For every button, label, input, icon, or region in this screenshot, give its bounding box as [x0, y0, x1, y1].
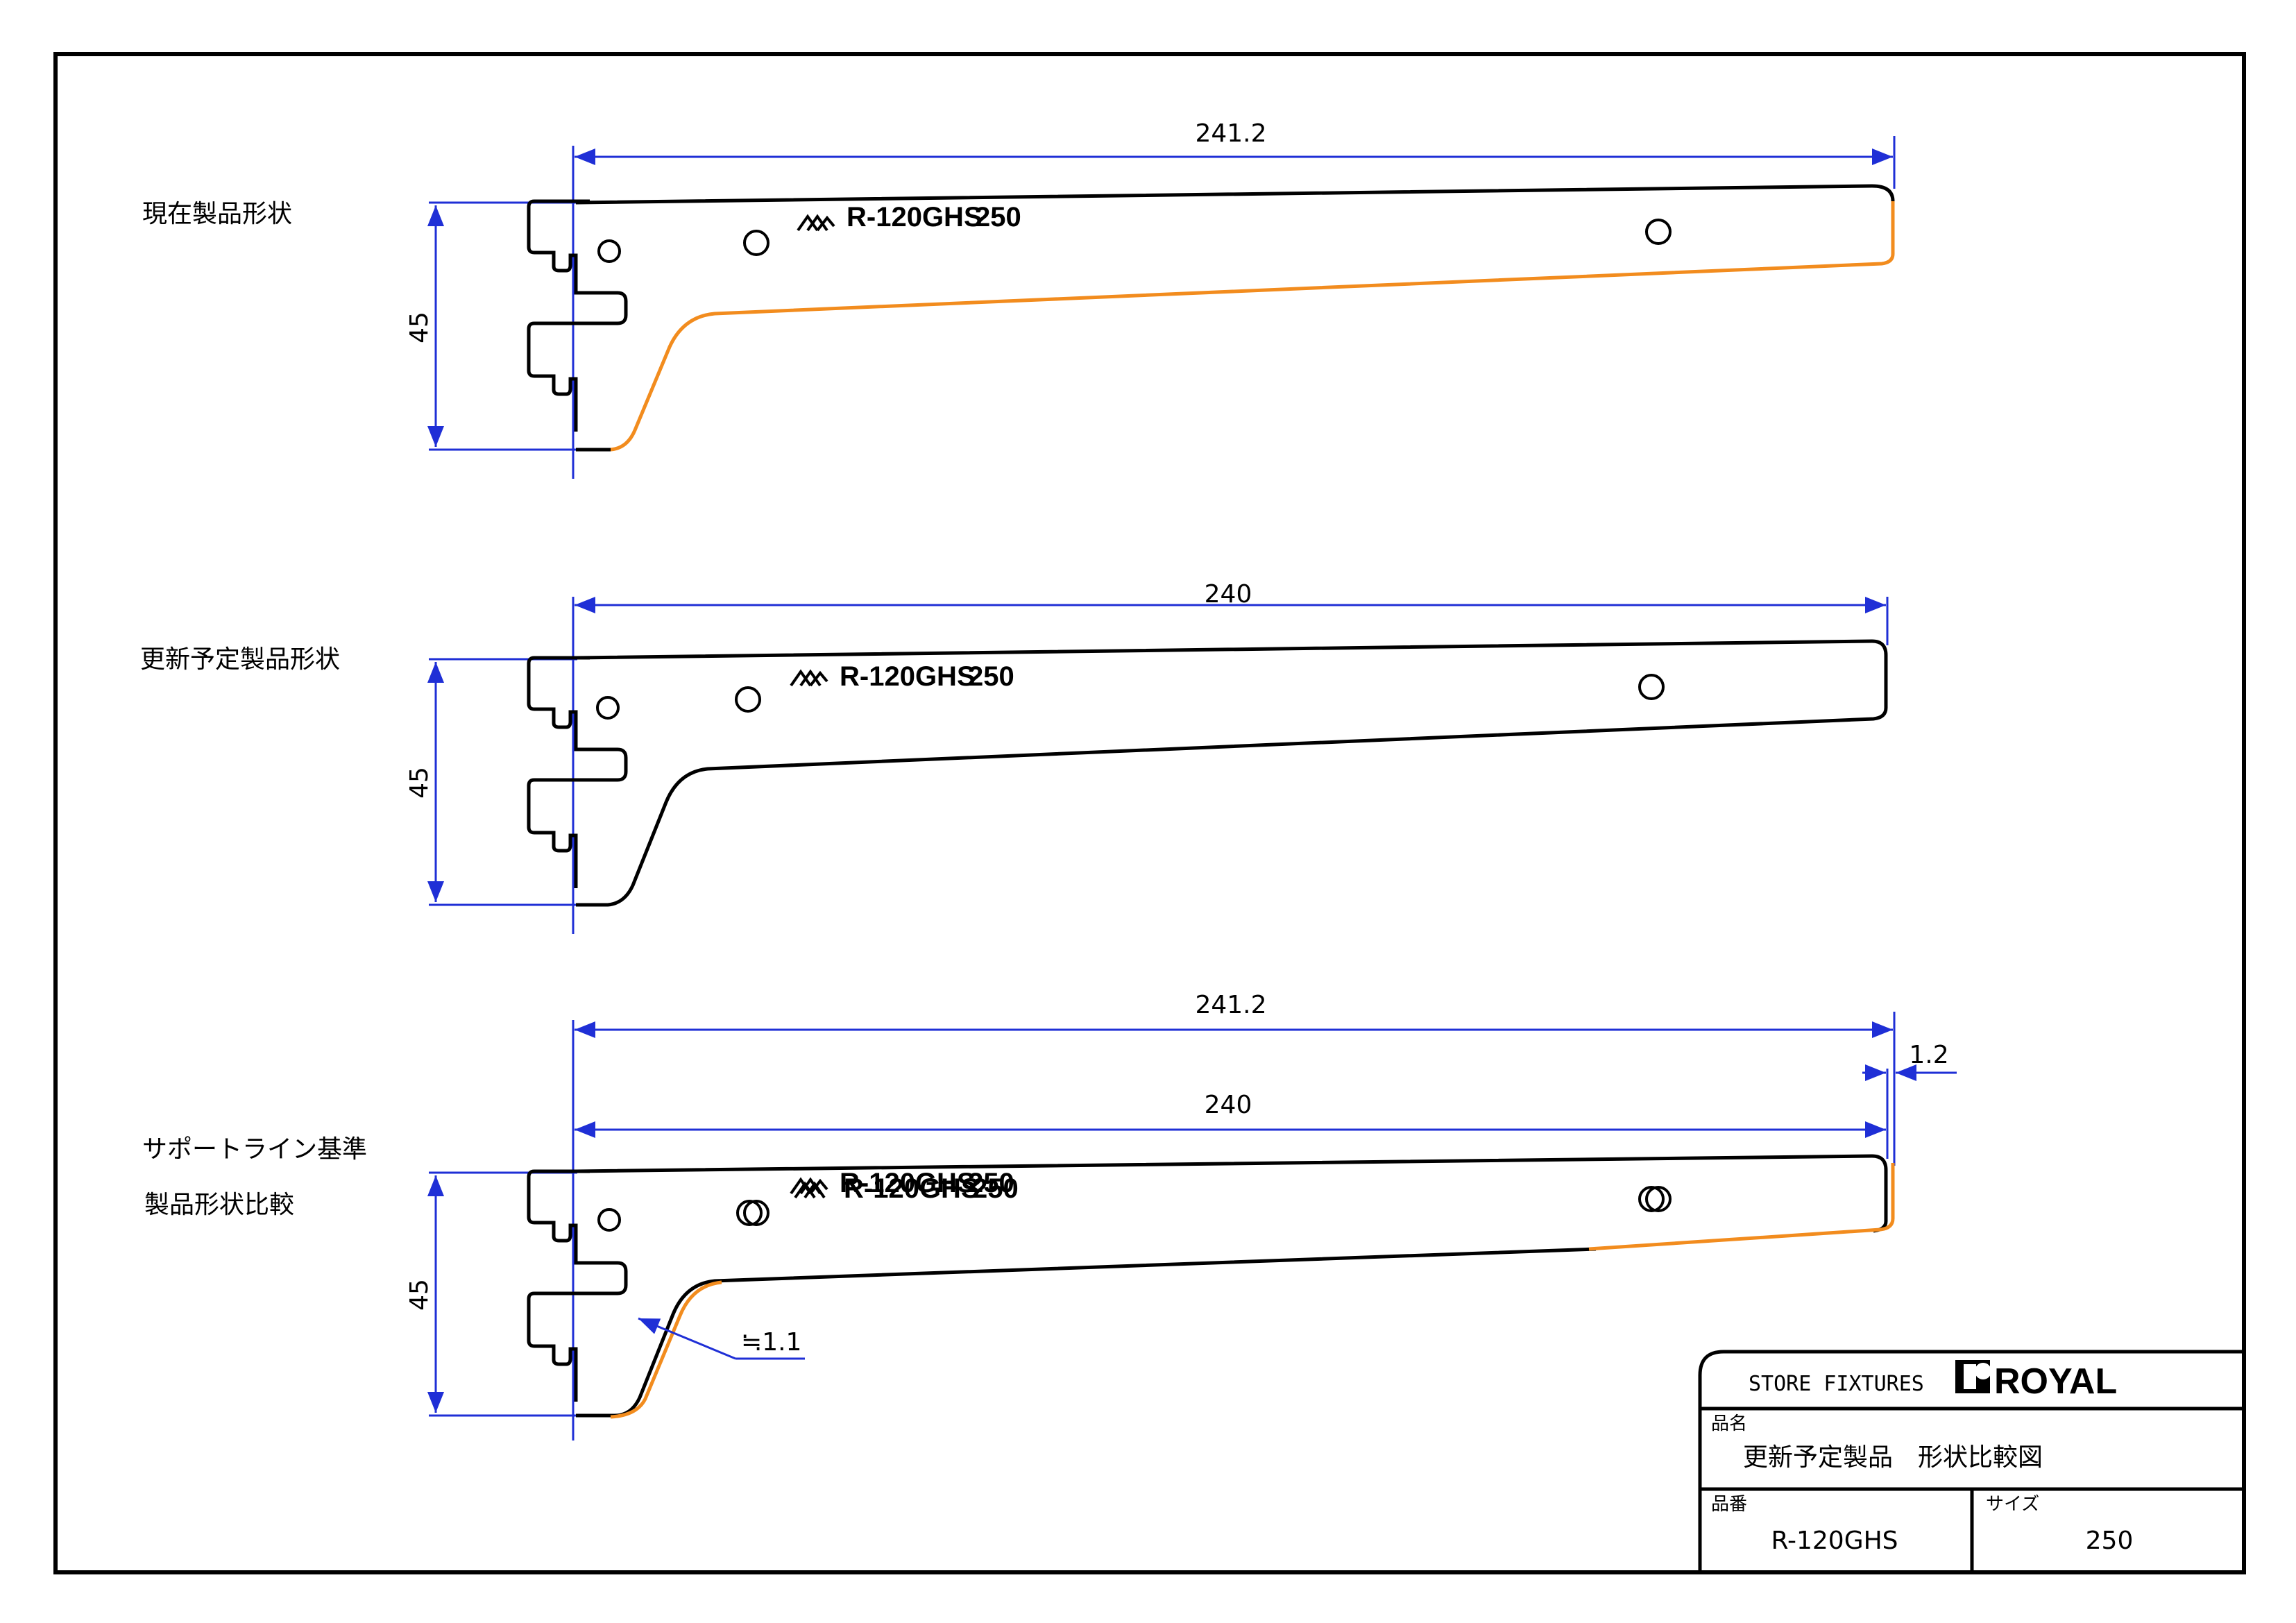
label-compare-line2: 製品形状比較 [144, 1191, 294, 1219]
name-value: 更新予定製品 形状比較図 [1743, 1443, 2043, 1472]
svg-text:250: 250 [972, 1173, 1019, 1204]
dim-offset-text: 1.2 [1909, 1041, 1948, 1069]
svg-text:R-120GHS: R-120GHS [844, 1173, 980, 1204]
label-planned: 更新予定製品形状 [140, 645, 340, 674]
bracket-current: 現在製品形状 241.2 45 R-120GHS 250 [142, 119, 1896, 479]
stamp-size: 250 [968, 1168, 1014, 1198]
royal-logo-icon [1955, 1360, 1991, 1393]
bracket-planned: 更新予定製品形状 240 45 R-120GHS 250 [140, 580, 1889, 934]
dim-height-text: 45 [405, 312, 434, 343]
stamp-size: 250 [968, 661, 1014, 692]
company-text: STORE FIXTURES [1749, 1372, 1924, 1396]
number-label: 品番 [1711, 1494, 1747, 1515]
dim-height-text: 45 [405, 1279, 434, 1311]
dim-height-text: 45 [405, 767, 434, 799]
stamp-size: 250 [975, 202, 1021, 232]
stamp-model: R-120GHS [840, 661, 976, 692]
dim-length-text: 240 [1205, 580, 1252, 609]
size-value: 250 [2086, 1527, 2134, 1555]
label-current: 現在製品形状 [142, 200, 292, 228]
stamp-logo-icon [790, 669, 828, 687]
dim-outer-text: 241.2 [1195, 991, 1266, 1019]
label-compare-line1: サポートライン基準 [142, 1135, 367, 1164]
sheet-frame [53, 52, 2246, 1574]
stamp-model: R-120GHS [840, 1168, 976, 1198]
dim-thickness-text: ≒1.1 [741, 1328, 801, 1357]
dim-length-text: 241.2 [1195, 119, 1266, 148]
title-block: STORE FIXTURES ROYAL 品名 更新予定製品 形状比較図 品番 … [1698, 1350, 2244, 1572]
stamp-logo-icon [797, 214, 835, 232]
bracket-comparison: サポートライン基準 製品形状比較 241.2 240 1.2 45 [142, 991, 1957, 1441]
number-value: R-120GHS [1771, 1527, 1898, 1555]
size-label: サイズ [1986, 1494, 2039, 1515]
name-label: 品名 [1711, 1413, 1747, 1434]
logo-text: ROYAL [1994, 1361, 2117, 1402]
stamp-model: R-120GHS [847, 202, 983, 232]
dim-inner-text: 240 [1205, 1091, 1252, 1119]
stamp-logo-icon [790, 1177, 828, 1199]
